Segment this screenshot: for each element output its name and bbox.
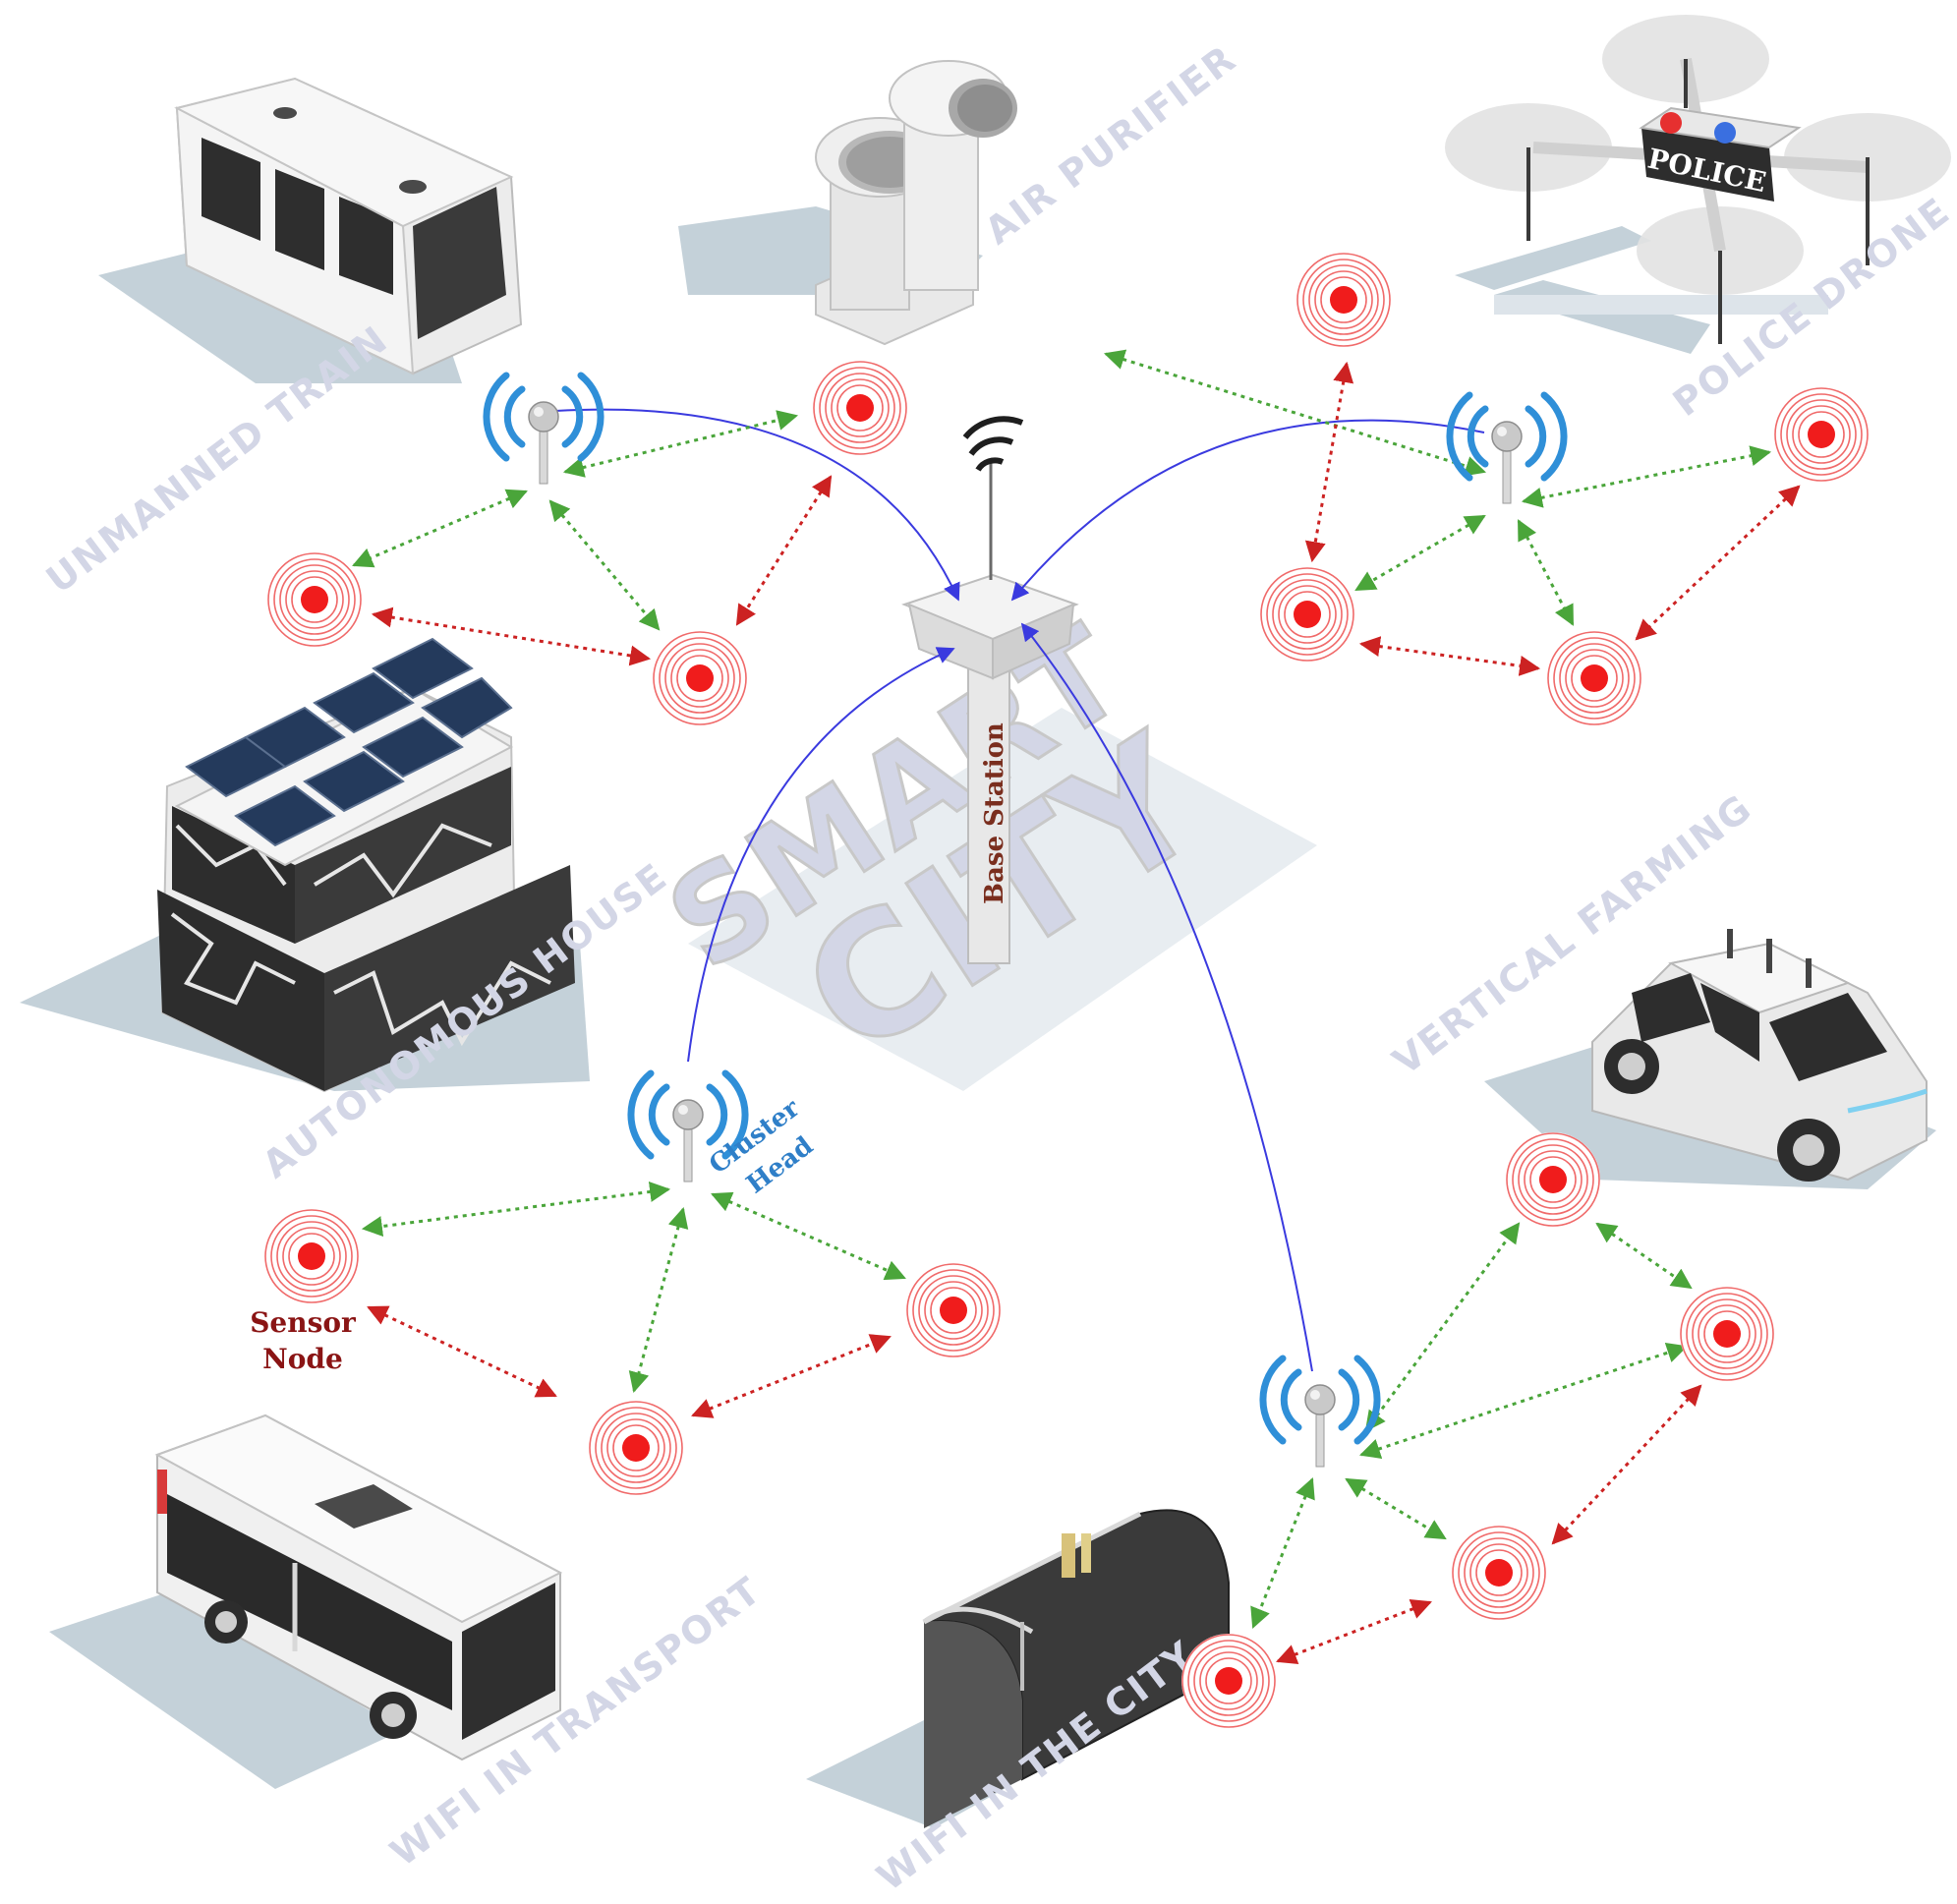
sensor-target-icon [588, 1400, 684, 1496]
cs-link [1345, 1477, 1447, 1540]
ss-link [1635, 485, 1801, 641]
sensor-target-icon [1679, 1286, 1775, 1382]
backhaul-link-3 [687, 647, 955, 1063]
cluster-sensor-links [352, 349, 1772, 1629]
cs-link [1521, 445, 1772, 508]
sensor-target-icon [652, 630, 748, 726]
unmanned-train-illustration [98, 77, 523, 383]
cs-link [361, 1182, 671, 1237]
sensor-target-icon [1259, 566, 1355, 663]
ss-link [1551, 1384, 1702, 1545]
ss-link [735, 475, 833, 626]
base-station-tower: Base Station [901, 416, 1079, 964]
vertical-farming-car-illustration [1484, 929, 1936, 1189]
cs-link [1354, 514, 1486, 592]
sensor-target-icon [1546, 630, 1642, 726]
cs-link [1595, 1222, 1693, 1290]
sensor-target-icon [1773, 386, 1870, 483]
ss-link [1276, 1599, 1432, 1664]
backhaul-link-2 [1010, 419, 1485, 602]
cs-link [1364, 1222, 1521, 1432]
label-air-purifier: AIR PURIFIER [977, 36, 1244, 253]
ss-link [1358, 636, 1541, 676]
sensor-target-icon [1505, 1131, 1601, 1228]
cs-link [1359, 1343, 1688, 1459]
sensor-node-annotation: Sensor Node [250, 1306, 357, 1375]
wifi-tunnel-illustration [806, 1509, 1230, 1828]
sensor-target-icon [1451, 1525, 1547, 1621]
sensor-node-label-line2: Node [262, 1343, 343, 1375]
cs-link [1250, 1477, 1315, 1629]
backhaul-link-1 [554, 408, 960, 602]
sensor-target-icon [1180, 1633, 1277, 1729]
ss-link [371, 606, 652, 666]
cs-link [628, 1206, 689, 1394]
sensor-target-icon [812, 360, 908, 456]
sensor-node-label-line1: Sensor [250, 1306, 357, 1339]
cs-link [562, 410, 799, 478]
cs-link [711, 1191, 906, 1281]
backhaul-link-4 [1020, 622, 1313, 1372]
ss-link [1304, 361, 1354, 563]
bus-illustration [49, 1414, 563, 1789]
antenna-icon [1450, 395, 1564, 503]
sensor-target-icon [905, 1262, 1002, 1358]
sensor-sensor-links [367, 361, 1801, 1664]
label-unmanned-train: UNMANNED TRAIN [38, 317, 396, 603]
cs-link [1517, 519, 1575, 626]
ss-link [367, 1305, 557, 1398]
cs-link [548, 499, 661, 631]
sensor-target-icon [263, 1208, 360, 1304]
cs-link [1103, 349, 1487, 477]
autonomous-house-illustration [20, 637, 590, 1093]
police-drone-illustration: POLICE [1445, 15, 1951, 354]
ss-link [691, 1334, 892, 1418]
base-station-label: Base Station [980, 722, 1009, 904]
antenna-icon [1263, 1358, 1377, 1467]
air-purifier-illustration [678, 60, 1017, 346]
base-station-wifi-icon [962, 416, 1024, 472]
sensor-target-icon [1295, 252, 1392, 348]
sensor-target-icon [266, 551, 363, 648]
cs-link [352, 489, 528, 568]
